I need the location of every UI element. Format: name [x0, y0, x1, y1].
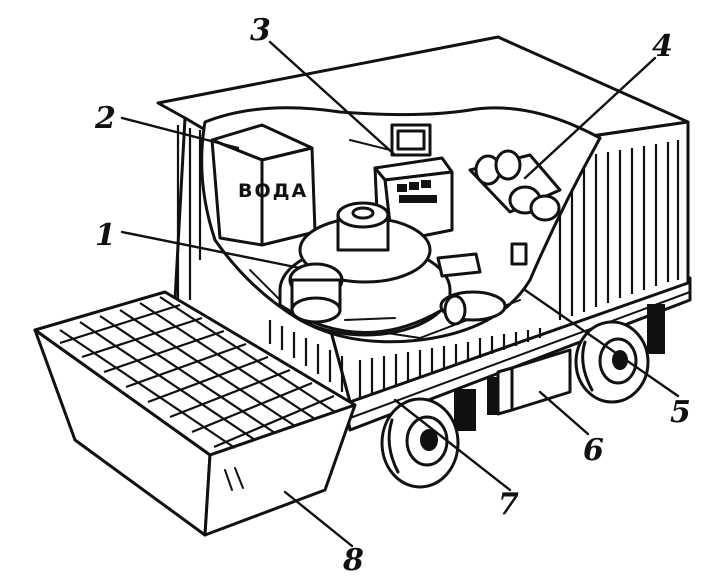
leader-8 [283, 490, 354, 548]
leader-1 [120, 230, 302, 270]
leader-lines [120, 40, 680, 548]
callout-3: 3 [250, 13, 271, 48]
callout-5: 5 [670, 395, 691, 430]
under-box [487, 348, 572, 416]
callout-8: 8 [342, 543, 364, 578]
callout-7: 7 [498, 487, 519, 522]
callout-numbers: 1 2 3 4 5 6 7 8 [94, 13, 691, 578]
leader-5 [523, 288, 680, 398]
water-tank: ВОДА [210, 123, 317, 247]
central-machine [278, 201, 528, 337]
leader-3 [268, 40, 397, 157]
front-wheel [574, 304, 665, 404]
callout-2: 2 [94, 101, 116, 136]
callout-1: 1 [95, 218, 116, 253]
pump-unit [468, 149, 562, 222]
callout-4: 4 [652, 29, 673, 64]
leader-2 [120, 116, 240, 150]
leader-7 [393, 398, 512, 492]
leader-4 [523, 56, 657, 180]
callout-6: 6 [583, 433, 604, 468]
grate-tray [33, 290, 357, 537]
leader-6 [538, 390, 590, 436]
tank-label: ВОДА [238, 180, 308, 202]
